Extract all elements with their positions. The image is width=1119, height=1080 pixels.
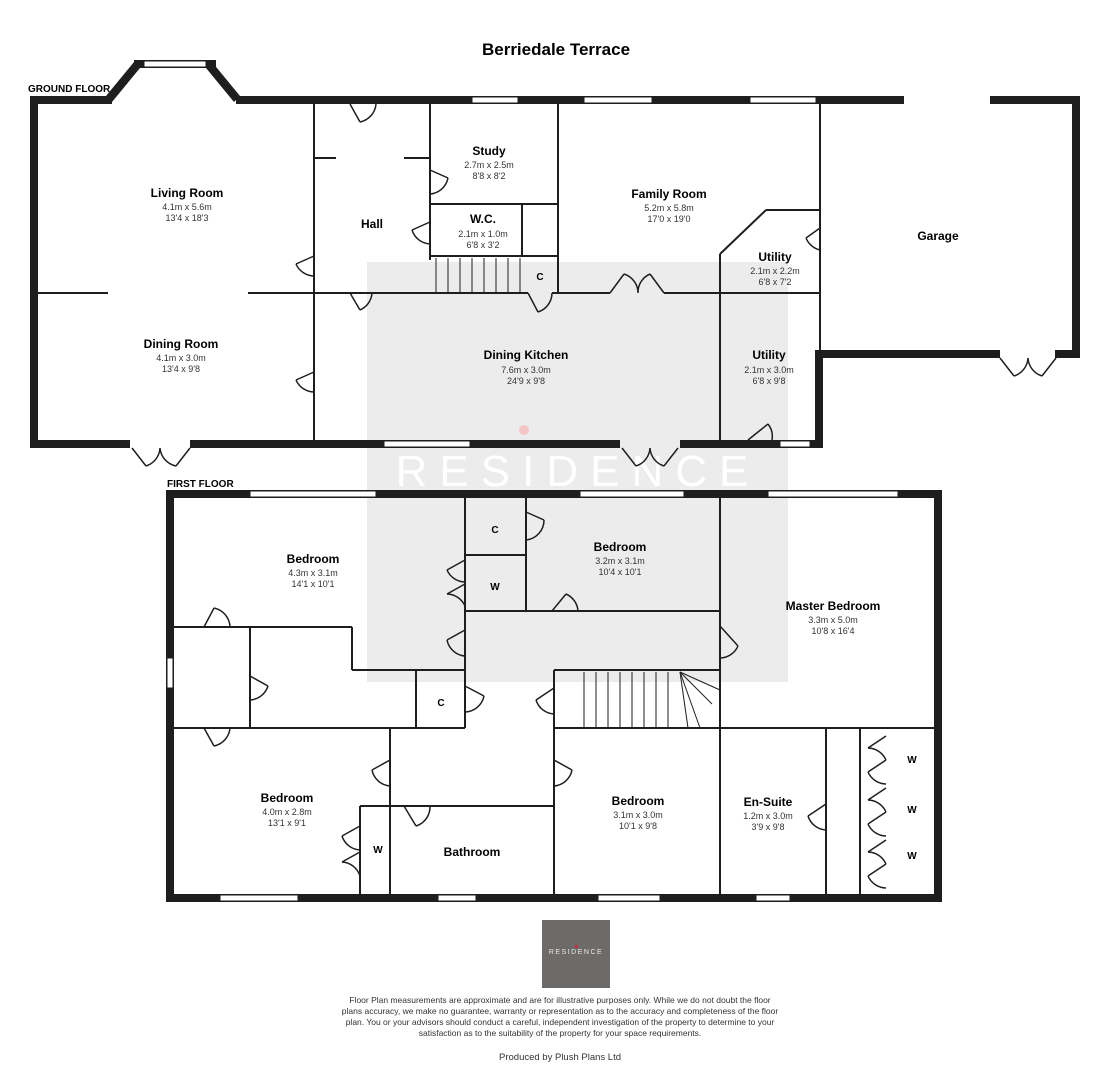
producer-credit: Produced by Plush Plans Ltd <box>499 1052 621 1063</box>
room-metric-wc: 2.1m x 1.0m <box>458 229 508 239</box>
room-imperial-dining: 13'4 x 9'8 <box>162 364 200 374</box>
room-imperial-living: 13'4 x 18'3 <box>166 213 209 223</box>
first-wardrobe-left: W <box>373 845 383 856</box>
ground-room-labels: Living Room 4.1m x 5.6m 13'4 x 18'3 Dini… <box>144 144 959 386</box>
room-metric-living: 4.1m x 5.6m <box>162 202 212 212</box>
ground-floor-windows <box>143 60 817 448</box>
ground-floor-label: GROUND FLOOR <box>28 84 111 95</box>
room-name-master: Master Bedroom <box>786 599 881 613</box>
first-doors <box>203 511 887 889</box>
room-metric-ensuite: 1.2m x 3.0m <box>743 811 793 821</box>
room-metric-utility2: 2.1m x 3.0m <box>744 365 794 375</box>
first-cupboard-mid: C <box>437 698 444 709</box>
first-floor-inner-walls <box>174 498 936 894</box>
room-metric-utility1: 2.1m x 2.2m <box>750 266 800 276</box>
room-imperial-utility1: 6'8 x 7'2 <box>759 277 792 287</box>
room-metric-study: 2.7m x 2.5m <box>464 160 514 170</box>
room-name-wc: W.C. <box>470 212 496 226</box>
room-name-family: Family Room <box>631 187 706 201</box>
room-name-study: Study <box>472 144 506 158</box>
room-imperial-utility2: 6'8 x 9'8 <box>753 376 786 386</box>
first-floor-walls <box>166 490 942 902</box>
room-imperial-study: 8'8 x 8'2 <box>473 171 506 181</box>
room-metric-family: 5.2m x 5.8m <box>644 203 694 213</box>
room-name-bathroom: Bathroom <box>444 845 501 859</box>
first-stairs <box>583 671 721 729</box>
room-name-kitchen: Dining Kitchen <box>484 348 569 362</box>
room-metric-master: 3.3m x 5.0m <box>808 615 858 625</box>
room-name-hall: Hall <box>361 217 383 231</box>
page-title: Berriedale Terrace <box>482 40 630 59</box>
first-cupboard-top: C <box>491 525 498 536</box>
room-name-bed-nw: Bedroom <box>287 552 340 566</box>
room-metric-dining: 4.1m x 3.0m <box>156 353 206 363</box>
logo-text: RESIDENCE <box>548 949 604 956</box>
watermark-dot <box>519 425 529 435</box>
first-floor-label: FIRST FLOOR <box>167 479 234 490</box>
residence-logo: RESIDENCE <box>542 920 610 988</box>
first-wardrobe-top: W <box>490 582 500 593</box>
room-imperial-master: 10'8 x 16'4 <box>812 626 855 636</box>
room-name-ensuite: En-Suite <box>744 795 793 809</box>
ground-floor-inner-walls <box>38 104 821 440</box>
room-name-bed-n: Bedroom <box>594 540 647 554</box>
first-wardrobe-right-1: W <box>907 755 917 766</box>
room-metric-bed-s: 3.1m x 3.0m <box>613 810 663 820</box>
room-name-utility2: Utility <box>752 348 786 362</box>
room-name-dining: Dining Room <box>144 337 219 351</box>
first-room-labels: Bedroom 4.3m x 3.1m 14'1 x 10'1 C W Bedr… <box>261 525 918 862</box>
room-imperial-wc: 6'8 x 3'2 <box>467 240 500 250</box>
room-name-living: Living Room <box>151 186 224 200</box>
room-imperial-family: 17'0 x 19'0 <box>648 214 691 224</box>
room-name-bed-sw: Bedroom <box>261 791 314 805</box>
room-name-garage: Garage <box>917 229 959 243</box>
room-name-bed-s: Bedroom <box>612 794 665 808</box>
room-imperial-bed-n: 10'4 x 10'1 <box>599 567 642 577</box>
room-name-utility1: Utility <box>758 250 792 264</box>
room-imperial-bed-s: 10'1 x 9'8 <box>619 821 657 831</box>
disclaimer-text: Floor Plan measurements are approximate … <box>341 995 779 1038</box>
first-wardrobe-right-3: W <box>907 851 917 862</box>
ground-doors <box>131 103 1057 467</box>
room-metric-bed-sw: 4.0m x 2.8m <box>262 807 312 817</box>
room-metric-kitchen: 7.6m x 3.0m <box>501 365 551 375</box>
first-wardrobe-right-2: W <box>907 805 917 816</box>
ground-stairs <box>435 258 521 293</box>
room-metric-bed-nw: 4.3m x 3.1m <box>288 568 338 578</box>
room-imperial-bed-nw: 14'1 x 10'1 <box>292 579 335 589</box>
logo-dot <box>575 945 578 948</box>
room-imperial-kitchen: 24'9 x 9'8 <box>507 376 545 386</box>
room-metric-bed-n: 3.2m x 3.1m <box>595 556 645 566</box>
watermark-text: RESIDENCE <box>396 447 761 496</box>
first-floor-windows <box>166 490 899 902</box>
ground-cupboard-label: C <box>536 272 543 283</box>
room-imperial-bed-sw: 13'1 x 9'1 <box>268 818 306 828</box>
room-imperial-ensuite: 3'9 x 9'8 <box>752 822 785 832</box>
